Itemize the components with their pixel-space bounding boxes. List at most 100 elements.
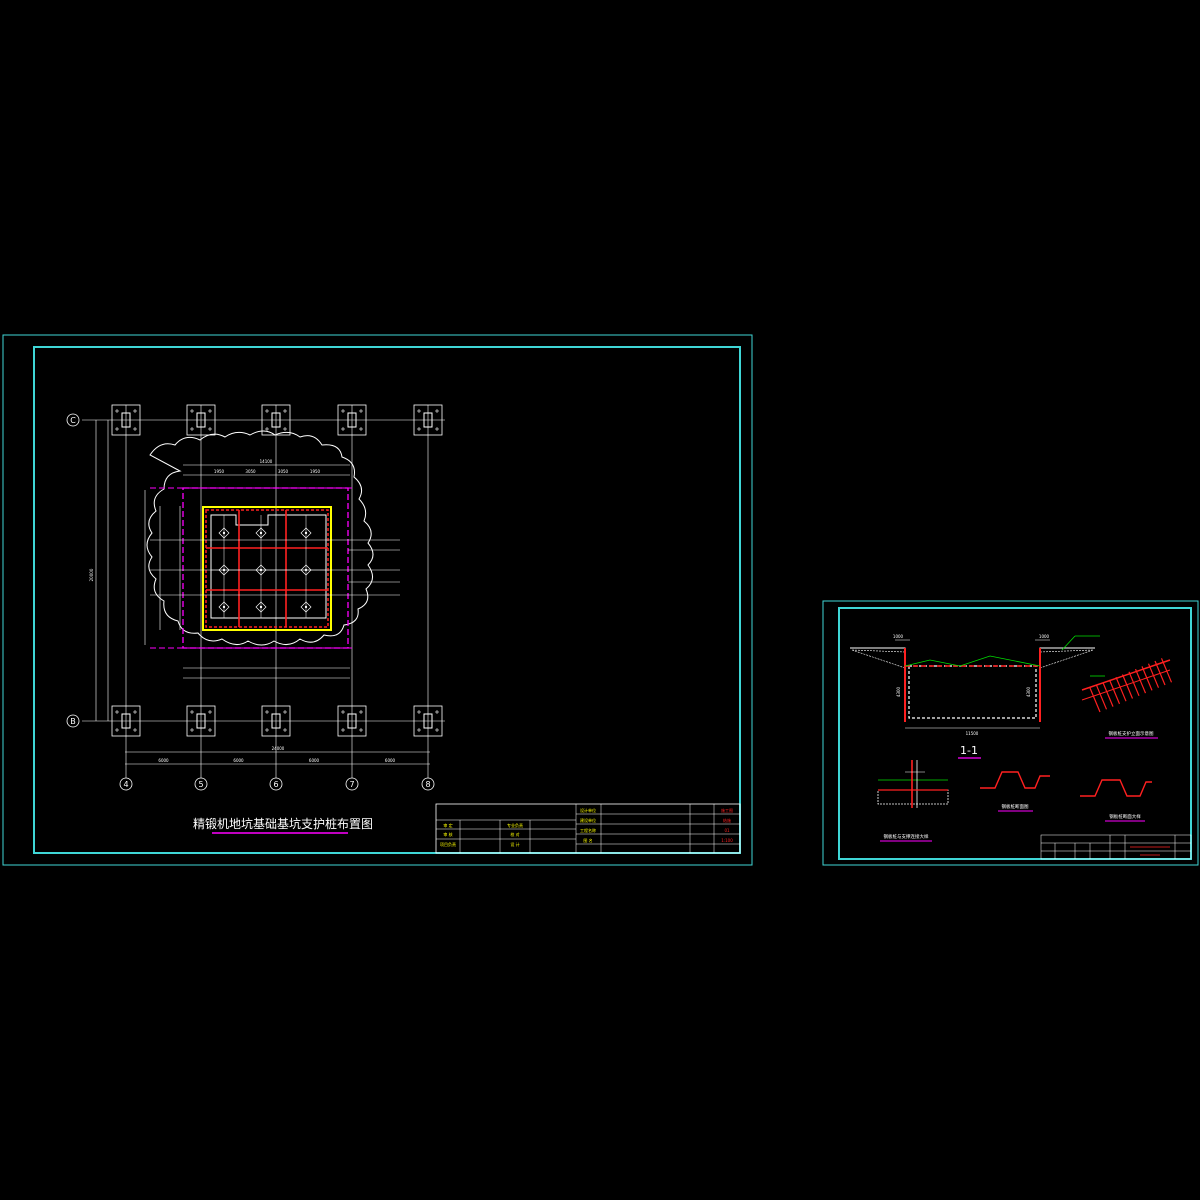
title-block-cell: 审 定: [443, 822, 452, 828]
title-block-cell: 建设单位: [580, 817, 596, 823]
sheet-pile-profile-2: [1080, 779, 1152, 797]
pile-marker: [255, 527, 267, 539]
sheet1-title: 精锻机地坑基础基坑支护桩布置图: [193, 816, 373, 831]
title-block-value: 01: [724, 828, 730, 833]
sheet-pile: [1128, 671, 1140, 697]
bottom-total-label: 24000: [272, 746, 285, 751]
detail-connection: [877, 760, 949, 808]
section-dim-top-right: 1000: [1039, 634, 1050, 639]
sheet-pile: [1134, 668, 1147, 694]
sheet-pile: [1141, 666, 1153, 691]
column-footing: [261, 705, 291, 737]
section-1-1: 1000 1000 4300 4300 11500: [850, 634, 1105, 736]
pile-marker: [255, 564, 267, 576]
column-footing: [186, 404, 216, 436]
sheet-pile: [1115, 676, 1127, 702]
column-footing: [413, 404, 443, 436]
section-dim-right: 4300: [1026, 686, 1031, 697]
pile-marker: [218, 527, 230, 539]
axis-bubble-label: C: [70, 416, 76, 425]
bottom-dim-label: 6000: [385, 758, 396, 763]
axis-bubble-col: 6: [269, 777, 283, 791]
bottom-dimensions: 6000 6000 6000 6000: [158, 758, 395, 763]
top-dim-label: 1950: [310, 469, 321, 474]
top-total-label: 14100: [260, 459, 273, 464]
axis-bubble-row: B: [66, 714, 80, 728]
detail-label-3: 钢板桩断面大样: [1109, 813, 1141, 820]
sheet2-inner-frame: [838, 607, 1192, 860]
axis-bubble-label: 4: [123, 780, 128, 789]
title-block-value: 1:100: [721, 838, 733, 843]
axis-bubble-col: 7: [345, 777, 359, 791]
pile-marker: [255, 601, 267, 613]
section-dim-top-left: 1000: [893, 634, 904, 639]
detail-label-2: 钢板桩断面图: [1002, 803, 1029, 810]
title-block-cell: 图 名: [583, 837, 592, 843]
title-block-cell: 审 核: [443, 831, 452, 837]
sheet-pile-line: [205, 509, 329, 628]
bottom-dim-label: 6000: [233, 758, 244, 763]
axis-bubble-label: B: [70, 717, 76, 726]
sheet-pile: [1102, 682, 1114, 707]
sheet2-title-block: [1040, 834, 1192, 860]
sheet-pile: [1121, 674, 1134, 699]
axis-bubble-label: 6: [273, 780, 278, 789]
pit-grid: [150, 515, 400, 618]
pit-boundary: [202, 506, 332, 631]
column-footing: [337, 705, 367, 737]
column-footing: [111, 404, 141, 436]
pile-marker: [300, 527, 312, 539]
bottom-inner-dimensions: [183, 667, 350, 679]
foundation-outline: [210, 514, 327, 619]
bottom-dim-label: 6000: [158, 758, 169, 763]
pile-marker: [218, 601, 230, 613]
sheet-pile: [1108, 679, 1121, 705]
sheet-pile: [1095, 685, 1108, 710]
column-footing: [111, 705, 141, 737]
title-block-cell: 工程名称: [580, 827, 596, 833]
column-footing: [337, 404, 367, 436]
top-dim-label: 3050: [245, 469, 256, 474]
pile-marker: [218, 564, 230, 576]
title-block-cell: 项目负责: [440, 841, 456, 847]
title-block-cell: 设计单位: [580, 807, 596, 813]
top-dim-label: 3050: [278, 469, 289, 474]
sheet-pile-profile-1: [980, 771, 1050, 789]
sheet-pile-elevation: [1081, 658, 1173, 713]
axis-bubble-col: 5: [194, 777, 208, 791]
title-block-value: 结施: [723, 817, 731, 823]
strut-grid: [206, 510, 328, 627]
axis-bubble-label: 5: [198, 780, 203, 789]
right-extension-lines: [348, 549, 400, 583]
title-block-cell: 专业负责: [507, 822, 523, 828]
column-footing: [413, 705, 443, 737]
section-dim-left: 4300: [896, 686, 901, 697]
section-dim-bottom: 11500: [966, 731, 979, 736]
sheet1-outer-frame: [2, 334, 753, 866]
sheet1-inner-frame: [33, 346, 741, 854]
top-dimensions: 14100 1950 3050 3050 1950: [183, 459, 350, 476]
pile-marker: [300, 601, 312, 613]
axis-bubble-col: 4: [119, 777, 133, 791]
title-block-cell: 校 对: [510, 831, 519, 837]
inner-dims-left: [144, 490, 181, 645]
axis-bubble-label: 7: [349, 780, 354, 789]
axis-bubble-label: 8: [425, 780, 430, 789]
bottom-dim-label: 6000: [309, 758, 320, 763]
title-block-cell: 设 计: [510, 841, 519, 847]
title-block-value: 施工图: [721, 807, 733, 813]
support-boundary-dashed: [182, 487, 349, 649]
column-footing: [186, 705, 216, 737]
detail-label-4: 钢板桩支护立面示意图: [1109, 730, 1154, 737]
axis-bubble-row: C: [66, 413, 80, 427]
pile-marker: [300, 564, 312, 576]
detail-label-1: 钢板桩与支撑连接大样: [884, 833, 929, 840]
sheet2-outer-frame: [822, 600, 1199, 866]
section-label: 1-1: [960, 744, 978, 757]
sheet-pile: [1089, 687, 1101, 713]
column-footing: [261, 404, 291, 436]
top-dim-label: 1950: [214, 469, 225, 474]
